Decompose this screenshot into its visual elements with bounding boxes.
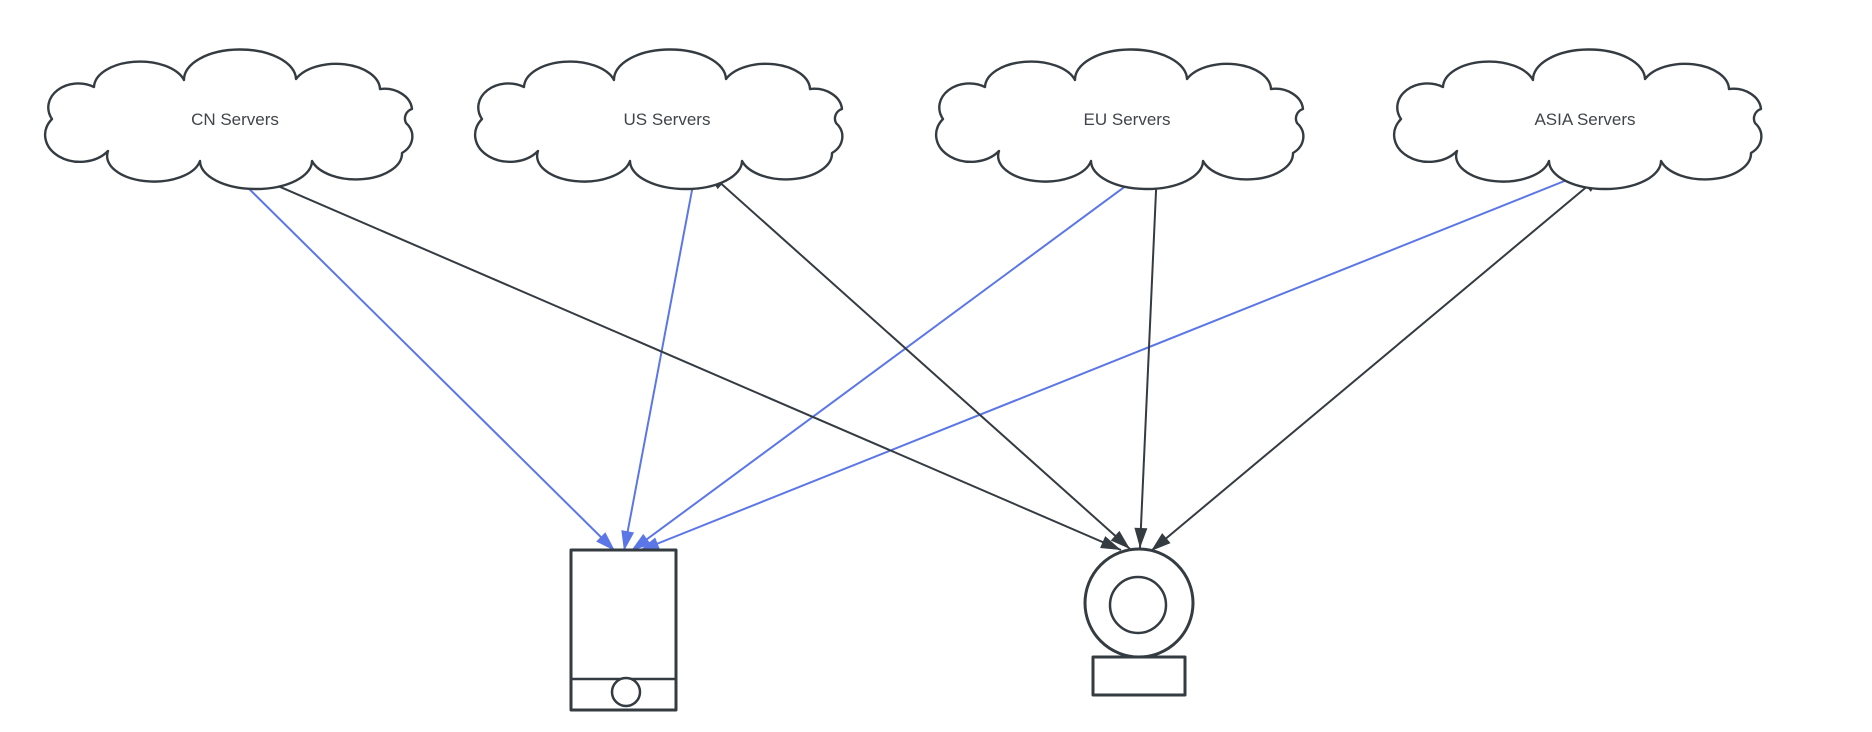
cloud-node-asia-servers: ASIA Servers (1392, 48, 1763, 191)
edge-camera-to-us-servers (706, 170, 1131, 550)
mobile-phone-links (223, 163, 1598, 552)
mobile-phone-icon (569, 548, 678, 712)
camera-base (1091, 655, 1187, 697)
cloud-label-eu-servers: EU Servers (1084, 110, 1171, 129)
cloud-label-cn-servers: CN Servers (191, 110, 279, 129)
mobile-phone-home-button (610, 676, 642, 708)
edge-camera-to-cn-servers (233, 166, 1122, 551)
cloud-node-us-servers: US Servers (473, 48, 844, 191)
edge-camera-to-asia-servers (1150, 173, 1603, 552)
cloud-node-cn-servers: CN Servers (43, 48, 414, 191)
edge-phone-to-cn-servers (223, 163, 616, 552)
camera-node (1083, 547, 1195, 697)
cloud-label-us-servers: US Servers (624, 110, 711, 129)
edge-camera-to-eu-servers (1134, 168, 1163, 549)
mobile-phone-node (569, 548, 678, 712)
cloud-node-eu-servers: EU Servers (934, 48, 1305, 191)
edge-phone-to-us-servers (621, 168, 699, 552)
camera-links (233, 166, 1603, 552)
cloud-label-asia-servers: ASIA Servers (1534, 110, 1635, 129)
edge-phone-to-asia-servers (638, 167, 1598, 552)
camera-lens (1108, 575, 1168, 635)
